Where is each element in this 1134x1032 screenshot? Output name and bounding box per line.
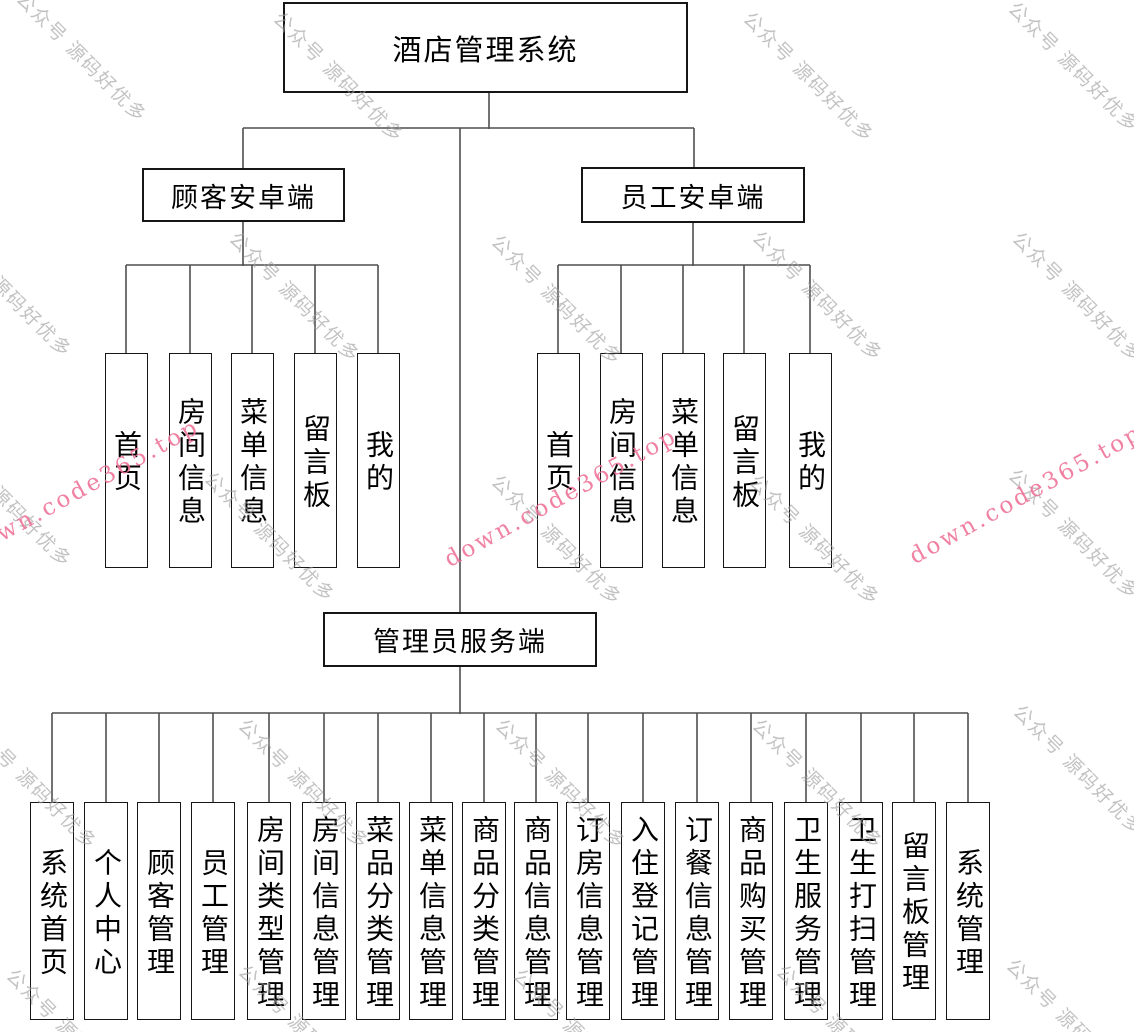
node-label: 订房信息管理	[573, 814, 604, 1013]
node-admin-server: 管理员服务端	[323, 612, 597, 667]
node-label: 房间信息	[175, 397, 206, 529]
node-customer-child: 房间信息	[168, 353, 212, 568]
node-admin-child: 卫生打扫管理	[839, 802, 883, 1020]
node-admin-child: 菜品分类管理	[356, 802, 400, 1020]
node-employee-child: 房间信息	[599, 353, 643, 568]
node-label: 入住登记管理	[628, 814, 659, 1013]
node-label: 商品购买管理	[736, 814, 767, 1013]
node-label: 员工安卓端	[620, 182, 766, 213]
node-label: 我的	[363, 430, 394, 496]
node-label: 留言板管理	[899, 831, 930, 996]
node-label: 房间信息	[606, 397, 637, 529]
node-customer-child: 我的	[356, 353, 400, 568]
node-admin-child: 系统管理	[946, 802, 990, 1020]
node-admin-child: 商品分类管理	[462, 802, 506, 1020]
node-label: 酒店管理系统	[392, 34, 579, 67]
node-employee-child: 我的	[788, 353, 832, 568]
node-customer-child: 留言板	[293, 353, 337, 568]
node-customer-child: 首页	[104, 353, 148, 568]
node-label: 卫生服务管理	[791, 814, 822, 1013]
node-label: 顾客安卓端	[171, 182, 316, 213]
node-label: 员工管理	[198, 847, 229, 980]
node-label: 系统管理	[953, 847, 984, 980]
node-label: 系统首页	[37, 847, 68, 980]
node-label: 首页	[543, 430, 574, 496]
node-admin-child: 入住登记管理	[621, 802, 665, 1020]
node-label: 菜单信息	[237, 397, 268, 529]
node-admin-child: 系统首页	[30, 802, 74, 1020]
node-admin-child: 商品信息管理	[514, 802, 558, 1020]
node-label: 房间信息管理	[309, 814, 340, 1013]
node-label: 首页	[111, 430, 142, 496]
node-label: 卫生打扫管理	[846, 814, 877, 1013]
node-admin-child: 留言板管理	[892, 802, 936, 1020]
node-employee-android-client: 员工安卓端	[581, 167, 805, 223]
node-hotel-management-system: 酒店管理系统	[283, 2, 688, 93]
node-label: 顾客管理	[144, 847, 175, 980]
node-label: 留言板	[729, 413, 760, 513]
node-employee-child: 菜单信息	[661, 353, 705, 568]
node-label: 房间类型管理	[254, 814, 285, 1013]
node-label: 菜品分类管理	[363, 814, 394, 1013]
node-employee-child: 留言板	[722, 353, 766, 568]
node-customer-android-client: 顾客安卓端	[142, 168, 345, 222]
node-admin-child: 员工管理	[191, 802, 235, 1020]
node-label: 我的	[795, 430, 826, 496]
node-admin-child: 商品购买管理	[729, 802, 773, 1020]
node-admin-child: 订房信息管理	[566, 802, 610, 1020]
node-label: 菜单信息	[668, 397, 699, 529]
node-label: 菜单信息管理	[416, 814, 447, 1013]
node-admin-child: 订餐信息管理	[675, 802, 719, 1020]
node-admin-child: 顾客管理	[137, 802, 181, 1020]
node-customer-child: 菜单信息	[230, 353, 274, 568]
node-admin-child: 菜单信息管理	[409, 802, 453, 1020]
node-admin-child: 卫生服务管理	[784, 802, 828, 1020]
node-admin-child: 房间类型管理	[247, 802, 291, 1020]
node-label: 商品信息管理	[521, 814, 552, 1013]
node-employee-child: 首页	[536, 353, 580, 568]
node-label: 个人中心	[91, 847, 122, 980]
node-label: 订餐信息管理	[682, 814, 713, 1013]
node-label: 留言板	[300, 413, 331, 513]
node-label: 商品分类管理	[469, 814, 500, 1013]
node-admin-child: 个人中心	[84, 802, 128, 1020]
node-admin-child: 房间信息管理	[302, 802, 346, 1020]
node-label: 管理员服务端	[373, 627, 547, 657]
